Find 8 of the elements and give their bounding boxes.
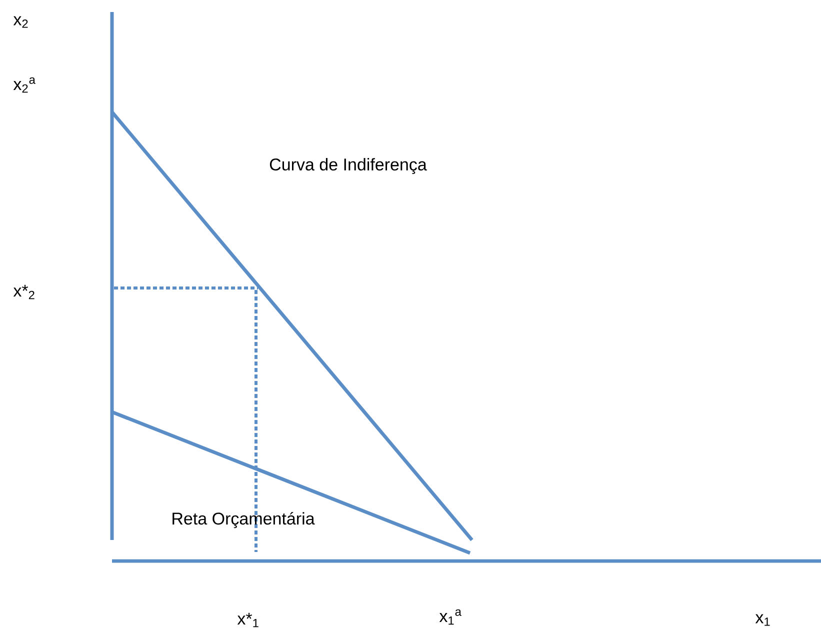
axis-label: x$_{1}$a xyxy=(439,609,462,625)
axis-label: x$_{2}$a xyxy=(13,77,36,93)
line-label: Curva de Indiferença xyxy=(270,158,427,174)
axis-label: x$_{1}$ xyxy=(755,614,770,626)
axis-label: x*$_{2}$ xyxy=(13,284,34,300)
line-label: Reta Orçamentária xyxy=(172,512,315,528)
axis-label: x$_{2}$ xyxy=(13,16,28,28)
axis-label: x*$_{1}$ xyxy=(237,612,258,628)
